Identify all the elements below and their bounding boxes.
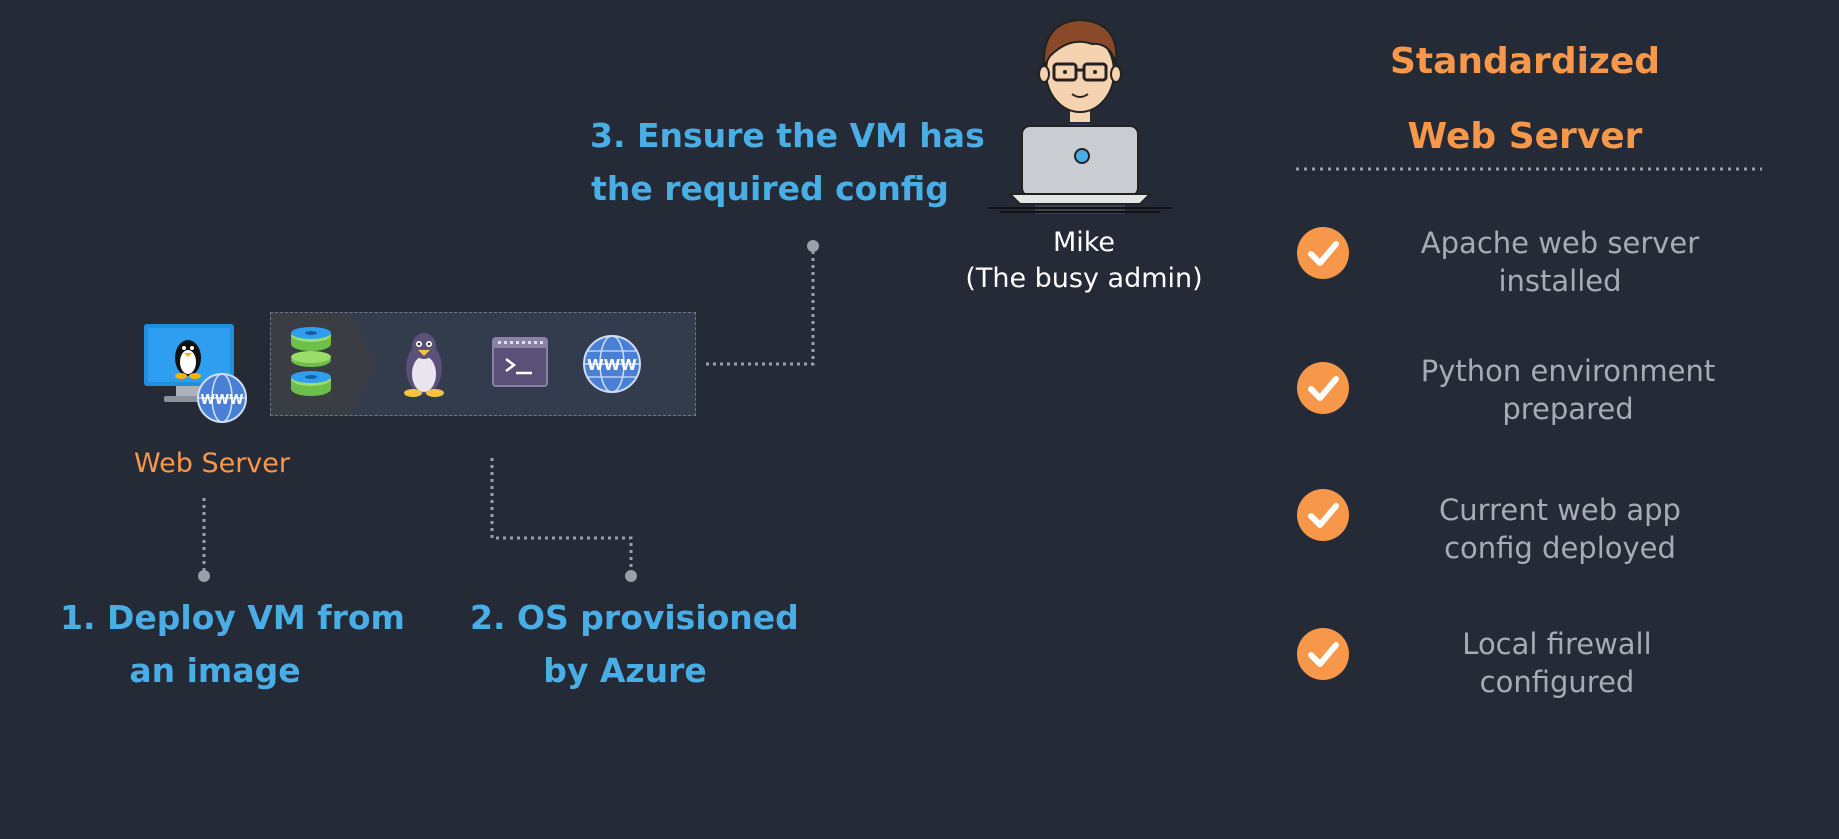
- connector-dot-step3: [807, 240, 819, 252]
- checklist-title: Standardized Web Server: [1389, 41, 1661, 157]
- step-1-label: 1. Deploy VM from an image: [60, 598, 405, 690]
- connector-strip-step3: [706, 246, 815, 366]
- www-text: WWW: [587, 356, 637, 374]
- linux-os-icon: [404, 333, 444, 397]
- web-server-label: Web Server: [134, 448, 290, 479]
- disk-stack-panel: [271, 313, 375, 415]
- linux-penguin-icon: [175, 340, 201, 379]
- www-globe-icon: WWW: [197, 373, 247, 423]
- step-2-label: 2. OS provisioned by Azure: [470, 598, 799, 690]
- check-icon: [1297, 628, 1349, 680]
- step-3-label: 3. Ensure the VM has the required config: [590, 116, 985, 208]
- admin-name: Mike: [1052, 227, 1116, 258]
- web-server-icon: WWW: [144, 324, 247, 423]
- connector-dot-step2: [625, 570, 637, 582]
- checklist-item-firewall: Local firewall configured: [1462, 627, 1652, 699]
- checklist-item-webapp-config: Current web app config deployed: [1439, 493, 1681, 565]
- connector-os-step2: [490, 458, 633, 574]
- terminal-icon: [492, 337, 548, 387]
- check-icon: [1297, 227, 1349, 279]
- svg-text:WWW: WWW: [200, 393, 243, 408]
- admin-role: (The busy admin): [965, 263, 1203, 294]
- check-icon: [1297, 489, 1349, 541]
- checklist-item-apache: Apache web server installed: [1420, 226, 1700, 298]
- checklist-divider: [1296, 167, 1762, 171]
- checklist-item-python: Python environment prepared: [1420, 354, 1716, 426]
- disk-stack-icon: [291, 327, 331, 396]
- web-globe-icon: WWW: [583, 335, 641, 393]
- laptop-icon: [988, 125, 1172, 213]
- admin-avatar: [988, 18, 1172, 214]
- admin-caption: Mike (The busy admin): [934, 225, 1234, 297]
- connector-dot-step1: [198, 570, 210, 582]
- check-icon: [1297, 362, 1349, 414]
